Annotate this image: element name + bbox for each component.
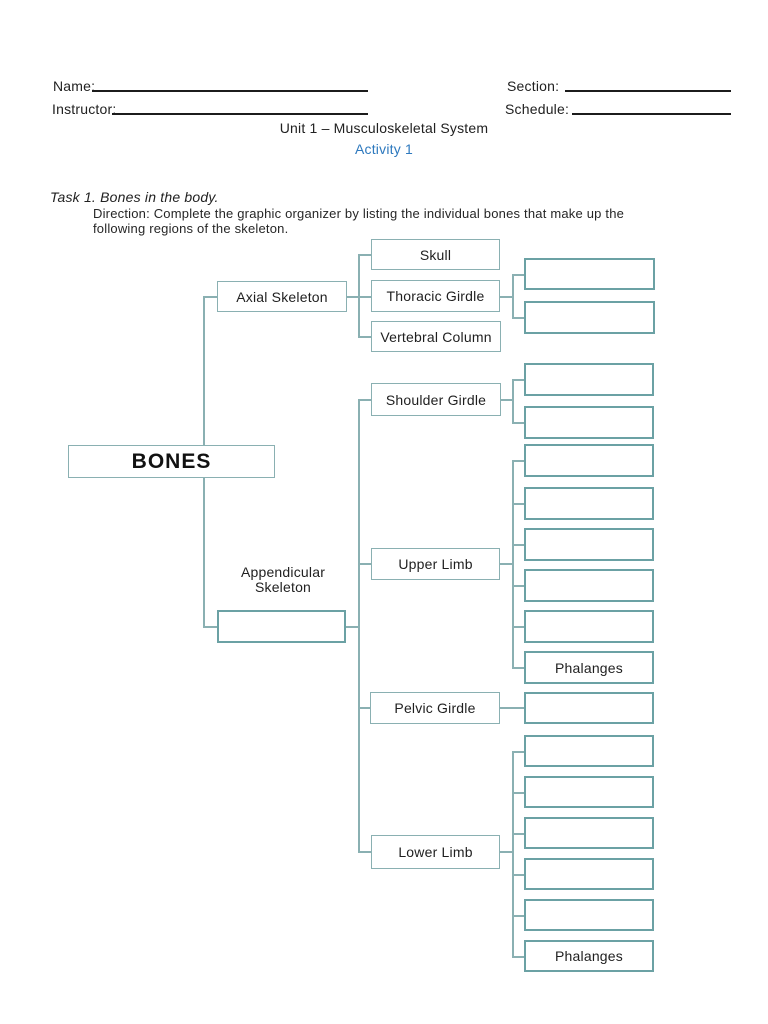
connector-line bbox=[203, 296, 217, 298]
connector-line bbox=[512, 833, 524, 835]
lower-limb-box: Lower Limb bbox=[371, 835, 500, 869]
unit-title: Unit 1 – Musculoskeletal System bbox=[279, 120, 489, 136]
pelvic-blank-1[interactable] bbox=[524, 692, 654, 724]
connector-line bbox=[512, 274, 514, 318]
connector-line bbox=[347, 296, 359, 298]
task-title: Task 1. Bones in the body. bbox=[50, 189, 219, 205]
upper-limb-phalanges-box: Phalanges bbox=[524, 651, 654, 684]
lower-limb-blank-1[interactable] bbox=[524, 735, 654, 767]
connector-line bbox=[358, 254, 371, 256]
connector-line bbox=[501, 399, 513, 401]
connector-line bbox=[512, 460, 524, 462]
connector-line bbox=[512, 956, 524, 958]
section-field-line[interactable] bbox=[565, 90, 731, 92]
lower-limb-blank-5[interactable] bbox=[524, 899, 654, 931]
pelvic-girdle-box: Pelvic Girdle bbox=[370, 692, 500, 724]
instructor-label: Instructor: bbox=[52, 101, 117, 117]
direction-line-1: Direction: Complete the graphic organize… bbox=[93, 206, 625, 221]
name-field-line[interactable] bbox=[92, 90, 368, 92]
connector-line bbox=[512, 626, 524, 628]
upper-limb-blank-1[interactable] bbox=[524, 444, 654, 477]
connector-line bbox=[203, 626, 217, 628]
shoulder-girdle-box: Shoulder Girdle bbox=[371, 383, 501, 416]
connector-line bbox=[358, 254, 360, 337]
thoracic-blank-2[interactable] bbox=[524, 301, 655, 334]
thoracic-girdle-box: Thoracic Girdle bbox=[371, 280, 500, 312]
connector-line bbox=[358, 296, 371, 298]
connector-line bbox=[512, 460, 514, 668]
connector-line bbox=[346, 626, 359, 628]
connector-line bbox=[512, 379, 514, 423]
connector-line bbox=[500, 707, 524, 709]
upper-limb-blank-3[interactable] bbox=[524, 528, 654, 561]
connector-line bbox=[358, 399, 371, 401]
lower-limb-phalanges-box: Phalanges bbox=[524, 940, 654, 972]
vertebral-column-box: Vertebral Column bbox=[371, 321, 501, 352]
connector-line bbox=[512, 667, 524, 669]
connector-line bbox=[512, 503, 524, 505]
connector-line bbox=[512, 751, 514, 957]
connector-line bbox=[203, 296, 205, 445]
instructor-field-line[interactable] bbox=[112, 113, 368, 115]
appendicular-skeleton-label: Appendicular Skeleton bbox=[240, 564, 326, 595]
connector-line bbox=[500, 851, 513, 853]
connector-line bbox=[500, 563, 513, 565]
upper-limb-blank-4[interactable] bbox=[524, 569, 654, 602]
connector-line bbox=[358, 563, 371, 565]
appendicular-blank-box[interactable] bbox=[217, 610, 346, 643]
lower-limb-blank-3[interactable] bbox=[524, 817, 654, 849]
connector-line bbox=[512, 751, 524, 753]
connector-line bbox=[500, 296, 513, 298]
lower-limb-blank-2[interactable] bbox=[524, 776, 654, 808]
direction-text: Direction: Complete the graphic organize… bbox=[93, 206, 624, 236]
activity-title: Activity 1 bbox=[354, 141, 413, 157]
schedule-field-line[interactable] bbox=[572, 113, 731, 115]
connector-line bbox=[512, 379, 524, 381]
upper-limb-blank-2[interactable] bbox=[524, 487, 654, 520]
connector-line bbox=[512, 585, 524, 587]
upper-limb-box: Upper Limb bbox=[371, 548, 500, 580]
lower-limb-blank-4[interactable] bbox=[524, 858, 654, 890]
shoulder-blank-1[interactable] bbox=[524, 363, 654, 396]
connector-line bbox=[358, 851, 371, 853]
schedule-label: Schedule: bbox=[505, 101, 570, 117]
connector-line bbox=[512, 274, 524, 276]
connector-line bbox=[358, 336, 371, 338]
name-label: Name: bbox=[53, 78, 96, 94]
direction-line-2: following regions of the skeleton. bbox=[93, 221, 289, 236]
connector-line bbox=[512, 544, 524, 546]
axial-skeleton-box: Axial Skeleton bbox=[217, 281, 347, 312]
connector-line bbox=[203, 478, 205, 628]
bones-root-box: BONES bbox=[68, 445, 275, 478]
connector-line bbox=[358, 707, 370, 709]
skull-box: Skull bbox=[371, 239, 500, 270]
section-label: Section: bbox=[507, 78, 560, 94]
thoracic-blank-1[interactable] bbox=[524, 258, 655, 290]
shoulder-blank-2[interactable] bbox=[524, 406, 654, 439]
upper-limb-blank-5[interactable] bbox=[524, 610, 654, 643]
connector-line bbox=[512, 317, 524, 319]
connector-line bbox=[512, 874, 524, 876]
connector-line bbox=[512, 422, 524, 424]
connector-line bbox=[512, 792, 524, 794]
connector-line bbox=[512, 915, 524, 917]
